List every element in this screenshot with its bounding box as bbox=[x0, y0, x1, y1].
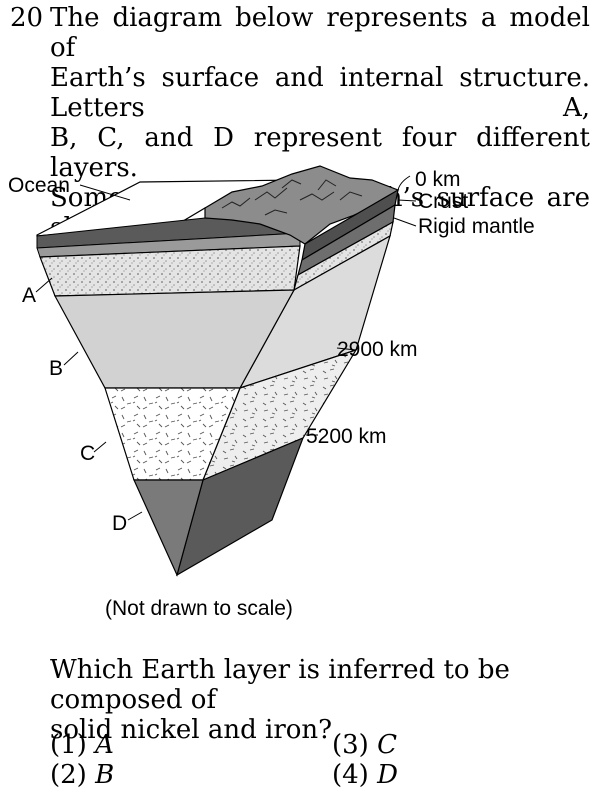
choice-number: (1) bbox=[50, 730, 87, 760]
prompt-line: solid nickel and iron? bbox=[50, 715, 333, 745]
left-face-layer-d bbox=[133, 479, 204, 577]
label-depth-2900: 2900 km bbox=[337, 338, 418, 361]
choice-1[interactable]: (1) A bbox=[50, 730, 114, 760]
label-layer-c: C bbox=[80, 442, 95, 465]
choice-letter: A bbox=[95, 730, 114, 760]
choice-4[interactable]: (4) D bbox=[332, 760, 398, 790]
label-layer-a: A bbox=[22, 284, 36, 307]
stem-line: The diagram below represents a model of bbox=[50, 3, 590, 63]
label-crust: Crust bbox=[418, 190, 468, 213]
label-zero-km: 0 km bbox=[415, 168, 461, 191]
stem-line: Earth’s surface and internal structure. … bbox=[50, 63, 590, 123]
choice-letter: C bbox=[377, 730, 398, 760]
choice-3[interactable]: (3) C bbox=[332, 730, 397, 760]
label-rigid-mantle: Rigid mantle bbox=[418, 215, 535, 238]
label-ocean: Ocean bbox=[8, 174, 70, 197]
choice-number: (3) bbox=[332, 730, 369, 760]
choice-2[interactable]: (2) B bbox=[50, 760, 114, 790]
leader-lines bbox=[35, 175, 417, 521]
choice-letter: B bbox=[95, 760, 115, 790]
mountain-ridges bbox=[221, 179, 363, 216]
label-layer-b: B bbox=[49, 357, 63, 380]
choice-number: (2) bbox=[50, 760, 87, 790]
prompt-line: Which Earth layer is inferred to be comp… bbox=[50, 655, 510, 715]
choice-number: (4) bbox=[332, 760, 369, 790]
question-prompt: Which Earth layer is inferred to be comp… bbox=[50, 655, 590, 745]
label-depth-5200: 5200 km bbox=[306, 425, 387, 448]
label-layer-d: D bbox=[112, 512, 127, 535]
question-number: 20 bbox=[10, 3, 44, 33]
earth-structure-diagram: Ocean 0 km Crust Rigid mantle A B C D 29… bbox=[8, 165, 535, 620]
choice-letter: D bbox=[377, 760, 398, 790]
label-not-to-scale: (Not drawn to scale) bbox=[105, 597, 293, 620]
stem-line: B, C, and D represent four different lay… bbox=[50, 123, 590, 183]
